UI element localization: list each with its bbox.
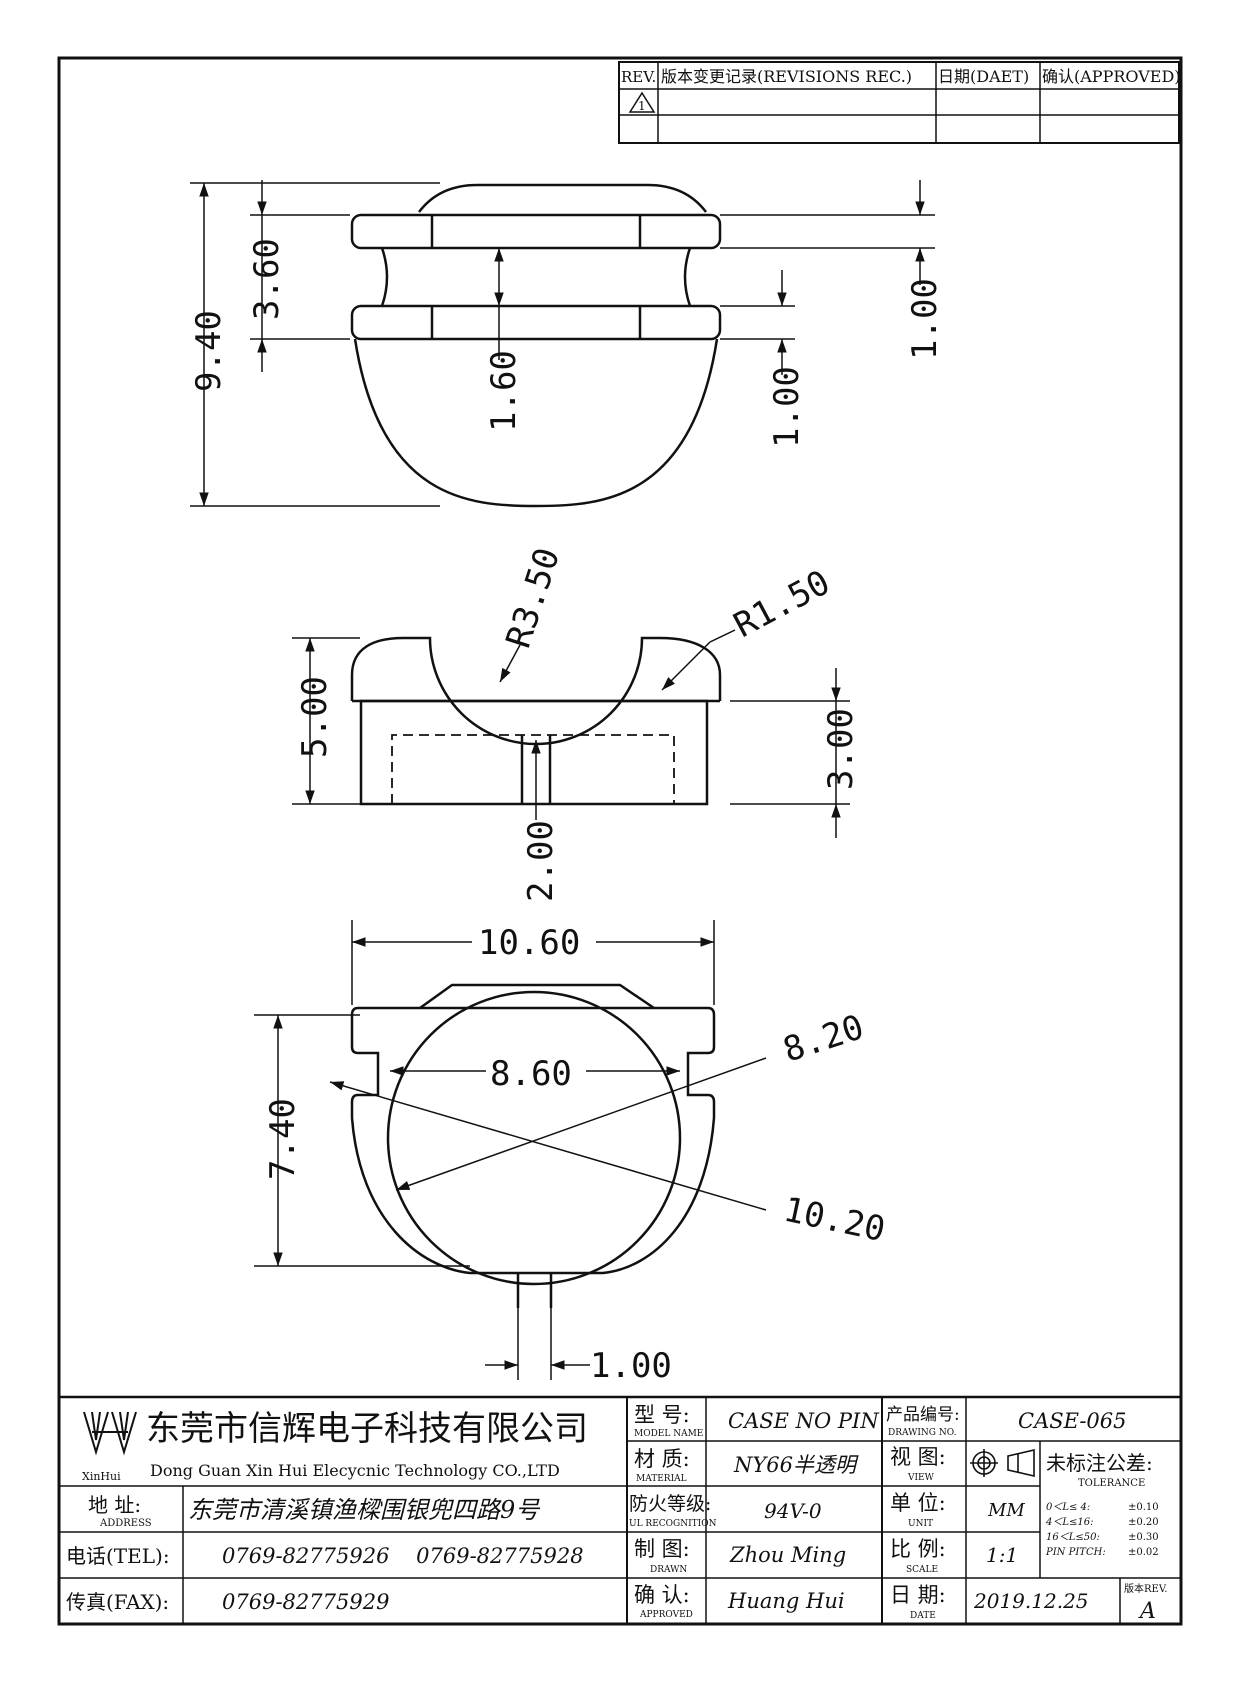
dim-10-60: 10.60 — [478, 923, 580, 963]
side-view-dims — [292, 629, 850, 838]
scale-value: 1:1 — [986, 1543, 1018, 1567]
unit-label: 单 位: — [890, 1491, 946, 1515]
dim-r3-50: R3.50 — [499, 543, 569, 653]
dim-1-60: 1.60 — [484, 350, 524, 432]
bottom-view-dims — [254, 920, 767, 1380]
revisions-header: 版本变更记录(REVISIONS REC.) — [661, 67, 912, 86]
fire-label-en: UL RECOGNITION — [629, 1519, 717, 1529]
dim-7-40: 7.40 — [263, 1098, 303, 1180]
projection-symbol-icon — [970, 1448, 1035, 1478]
top-view — [350, 183, 722, 508]
fax-label: 传真(FAX): — [66, 1590, 169, 1614]
tolerance-value-4: ±0.02 — [1128, 1547, 1159, 1558]
date-header: 日期(DAET) — [938, 67, 1029, 86]
hidden-lines — [391, 734, 675, 804]
tolerance-range-3: 16＜L≤50: — [1046, 1532, 1100, 1543]
dim-1-00-a: 1.00 — [767, 366, 807, 448]
scale-label-en: SCALE — [906, 1565, 938, 1575]
logo-text: XinHui — [82, 1470, 121, 1483]
title-block-lines — [59, 1395, 1181, 1624]
address-label-en: ADDRESS — [99, 1518, 152, 1529]
dim-1-00: 1.00 — [590, 1346, 672, 1386]
rev-label: 版本REV. — [1124, 1582, 1167, 1595]
dim-r1-50: R1.50 — [727, 563, 836, 646]
dim-5-00: 5.00 — [295, 676, 335, 758]
model-label: 型 号: — [634, 1403, 690, 1427]
drawn-value: Zhou Ming — [729, 1543, 846, 1567]
date-label: 日 期: — [890, 1583, 946, 1607]
company-logo — [83, 1411, 137, 1456]
drawing-no-label-en: DRAWING NO. — [888, 1428, 957, 1438]
material-label-en: MATERIAL — [636, 1474, 687, 1484]
address-label: 地 址: — [88, 1493, 141, 1517]
tel-value: 0769-82775926 0769-82775928 — [222, 1544, 584, 1568]
dim-9-40: 9.40 — [189, 310, 229, 392]
rev-mark: 1 — [638, 99, 646, 113]
tolerance-range-2: 4＜L≤16: — [1045, 1517, 1093, 1528]
tolerance-value-1: ±0.10 — [1128, 1502, 1159, 1513]
address-value: 东莞市清溪镇渔樑围银兜四路9号 — [188, 1496, 541, 1524]
tolerance-value-3: ±0.30 — [1128, 1532, 1159, 1543]
dim-3-60: 3.60 — [247, 238, 287, 320]
fire-value: 94V-0 — [764, 1499, 822, 1523]
drawing-no-label: 产品编号: — [886, 1405, 960, 1425]
dim-2-00: 2.00 — [521, 820, 561, 902]
model-label-en: MODEL NAME — [634, 1429, 703, 1439]
unit-label-en: UNIT — [908, 1519, 933, 1529]
revision-table — [618, 61, 1180, 144]
company-name-cn: 东莞市信辉电子科技有限公司 — [146, 1409, 588, 1449]
drawn-label: 制 图: — [634, 1537, 690, 1561]
top-view-dims — [190, 180, 935, 507]
tolerance-label: 未标注公差: — [1046, 1451, 1153, 1475]
tolerance-label-en: TOLERANCE — [1078, 1478, 1145, 1489]
unit-value: MM — [987, 1500, 1025, 1521]
date-label-en: DATE — [910, 1611, 936, 1621]
fire-label: 防火等级: — [629, 1493, 711, 1515]
drawn-label-en: DRAWN — [650, 1565, 687, 1575]
rev-value: A — [1138, 1599, 1156, 1624]
company-name-en: Dong Guan Xin Hui Elecycnic Technology C… — [150, 1461, 560, 1480]
tolerance-range-4: PIN PITCH: — [1045, 1547, 1106, 1558]
approved-label-en: APPROVED — [639, 1610, 693, 1620]
fax-value: 0769-82775929 — [222, 1590, 389, 1614]
approved-value: Huang Hui — [727, 1589, 845, 1613]
dim-8-60: 8.60 — [490, 1054, 572, 1094]
dim-3-00: 3.00 — [821, 708, 861, 790]
sheet-border — [57, 56, 1183, 1626]
material-label: 材 质: — [634, 1447, 690, 1471]
material-value: NY66半透明 — [733, 1453, 859, 1477]
tel-label: 电话(TEL): — [66, 1544, 170, 1568]
approved-label: 确 认: — [634, 1583, 690, 1607]
bottom-view — [350, 983, 716, 1308]
dim-10-20: 10.20 — [780, 1190, 888, 1250]
dim-8-20: 8.20 — [778, 1007, 868, 1070]
tolerance-range-1: 0＜L≤ 4: — [1046, 1502, 1090, 1513]
tolerance-value-2: ±0.20 — [1128, 1517, 1159, 1528]
date-value: 2019.12.25 — [973, 1589, 1089, 1613]
view-label: 视 图: — [890, 1445, 946, 1469]
view-label-en: VIEW — [907, 1473, 935, 1483]
model-value: CASE NO PIN — [728, 1409, 879, 1433]
approved-header: 确认(APPROVED) — [1042, 67, 1181, 86]
dim-1-00-b: 1.00 — [905, 278, 945, 360]
drawing-no-value: CASE-065 — [1018, 1409, 1127, 1433]
rev-header: REV. — [621, 68, 656, 86]
scale-label: 比 例: — [890, 1537, 946, 1561]
